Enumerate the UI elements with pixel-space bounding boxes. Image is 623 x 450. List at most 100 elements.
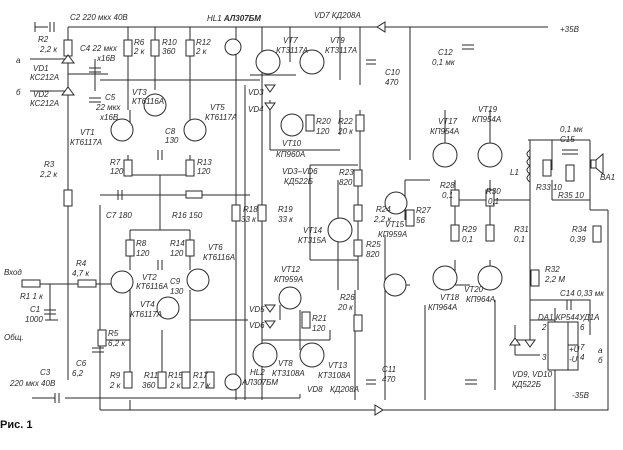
svg-text:C4 22 мкх: C4 22 мкх bbox=[80, 44, 118, 53]
label-vt2-value: КТ6116А bbox=[136, 282, 168, 291]
label-c10-ref: C10 bbox=[385, 68, 400, 77]
label-vt8-value: КТ3108А bbox=[272, 369, 305, 378]
label-vt17-value: КП954А bbox=[430, 127, 459, 136]
label-r6-ref: R6 bbox=[134, 38, 145, 47]
label-vd4-ref: VD4 bbox=[248, 105, 264, 114]
label-r30-value: 0,1 bbox=[488, 197, 499, 206]
label-r32-value: 2,2 М bbox=[544, 275, 565, 284]
label-r32-ref: R32 bbox=[545, 265, 560, 274]
label-c15-ref: C15 bbox=[560, 135, 575, 144]
negative-rail-label: -35В bbox=[572, 391, 590, 400]
label-c3-value: 220 мкх 40В bbox=[9, 379, 56, 388]
label-vd910-ref: VD9, VD10 bbox=[512, 370, 553, 379]
label-vt5-ref: VT5 bbox=[210, 103, 225, 112]
label-r4-value: 4,7 к bbox=[72, 269, 90, 278]
label-c5-value: 22 мкх bbox=[95, 103, 121, 112]
label-r33-value: 10 bbox=[553, 183, 562, 192]
label-r10-ref: R10 bbox=[162, 38, 177, 47]
label-r29-ref: R29 bbox=[462, 225, 477, 234]
label-vd8-value: КД208А bbox=[330, 385, 359, 394]
label-r7-ref: R7 bbox=[110, 158, 121, 167]
label-r34-value: 0,39 bbox=[570, 235, 586, 244]
label-r11-value: 360 bbox=[142, 381, 156, 390]
label-c4-value: 22 мкх bbox=[91, 44, 117, 53]
label-vt4-ref: VT4 bbox=[140, 300, 155, 309]
label-vd8-ref: VD8 bbox=[307, 385, 323, 394]
label-r17-value: 2,7 к bbox=[192, 381, 211, 390]
da1-pin2: 2 bbox=[541, 323, 547, 332]
label-c2-ref: C2 bbox=[70, 13, 81, 22]
label-r25-value: 820 bbox=[366, 250, 380, 259]
label-c12-value: 0,1 мк bbox=[432, 58, 456, 67]
label-r23-value: 820 bbox=[339, 178, 353, 187]
label-r26-value: 20 к bbox=[337, 303, 354, 312]
label-r20-ref: R20 bbox=[316, 117, 331, 126]
transistors bbox=[110, 49, 503, 368]
label-c15-value: 0,1 мк bbox=[560, 125, 584, 134]
label-r1-value: 1 к bbox=[32, 292, 44, 301]
label-r5-ref: R5 bbox=[108, 329, 119, 338]
label-vt20-value: КП964А bbox=[466, 295, 495, 304]
svg-text:C2 220 мкх 40В: C2 220 мкх 40В bbox=[70, 13, 128, 22]
label-c6-ref: C6 bbox=[76, 359, 87, 368]
label-r4-ref: R4 bbox=[76, 259, 87, 268]
label-r14-ref: R14 bbox=[170, 239, 185, 248]
label-vd1-ref: VD1 bbox=[33, 64, 49, 73]
label-r2-ref: R2 bbox=[38, 35, 49, 44]
label-r19-value: 33 к bbox=[278, 215, 294, 224]
positive-rail-label: +35В bbox=[560, 25, 580, 34]
label-r21-value: 120 bbox=[312, 324, 326, 333]
label-vt15-value: КП959А bbox=[378, 230, 407, 239]
label-c12-ref: C12 bbox=[438, 48, 453, 57]
label-r22-ref: R22 bbox=[338, 117, 353, 126]
label-vt19-ref: VT19 bbox=[478, 105, 498, 114]
label-r31-value: 0,1 bbox=[514, 235, 525, 244]
label-vd7-value: КД208А bbox=[332, 11, 361, 20]
label-r11-ref: R11 bbox=[144, 371, 158, 380]
label-c8-value: 130 bbox=[165, 136, 179, 145]
svg-text:DA1 КР544УД1А: DA1 КР544УД1А bbox=[538, 313, 599, 322]
label-vt14-ref: VT14 bbox=[303, 226, 323, 235]
label-r22-value: 20 к bbox=[337, 127, 354, 136]
label-vt3-ref: VT3 bbox=[132, 88, 147, 97]
label-vt12-value: КП959А bbox=[274, 275, 303, 284]
label-vt5-value: КТ6117А bbox=[205, 113, 237, 122]
label-vt4-value: КТ6117А bbox=[130, 310, 162, 319]
label-r5-value: 6,2 к bbox=[108, 339, 126, 348]
label-c4-value2: х16В bbox=[96, 54, 116, 63]
label-vt19-value: КП954А bbox=[472, 115, 501, 124]
label-r19-ref: R19 bbox=[278, 205, 293, 214]
figure-caption: Рис. 1 bbox=[0, 419, 32, 431]
label-r6-value: 2 к bbox=[133, 47, 146, 56]
label-c8-ref: C8 bbox=[165, 127, 176, 136]
label-r21-ref: R21 bbox=[312, 314, 327, 323]
label-vd3-ref: VD3 bbox=[248, 88, 264, 97]
label-vt13-ref: VT13 bbox=[328, 361, 348, 370]
label-r15-ref: R15 bbox=[168, 371, 183, 380]
svg-text:HL1 АЛ307БМ: HL1 АЛ307БМ bbox=[207, 14, 261, 23]
svg-text:R33 10: R33 10 bbox=[536, 183, 562, 192]
label-vt10-ref: VT10 bbox=[282, 139, 302, 148]
label-c6-value: 6,2 bbox=[72, 369, 84, 378]
label-c11-value: 470 bbox=[382, 375, 396, 384]
label-r8-ref: R8 bbox=[136, 239, 147, 248]
da1-out-b: б bbox=[598, 356, 603, 365]
label-r35-ref: R35 bbox=[558, 191, 573, 200]
label-r33-ref: R33 bbox=[536, 183, 551, 192]
label-vt18-value: КП964А bbox=[428, 303, 457, 312]
label-hl1-value: АЛ307БМ bbox=[223, 14, 261, 23]
label-hl1-ref: HL1 bbox=[207, 14, 222, 23]
label-vt6-ref: VT6 bbox=[208, 243, 223, 252]
capacitors bbox=[44, 22, 578, 403]
label-c1-value: 1000 bbox=[25, 315, 43, 324]
label-r7-value: 120 bbox=[110, 167, 124, 176]
label-r20-value: 120 bbox=[316, 127, 330, 136]
label-r9-value: 2 к bbox=[109, 381, 122, 390]
label-r16-ref: R16 bbox=[172, 211, 187, 220]
label-vt9-ref: VT9 bbox=[330, 36, 345, 45]
opamp-da1 bbox=[547, 321, 579, 371]
label-vd910-value: КД522Б bbox=[512, 380, 541, 389]
label-r26-ref: R26 bbox=[340, 293, 355, 302]
label-r10-value: 360 bbox=[162, 47, 176, 56]
